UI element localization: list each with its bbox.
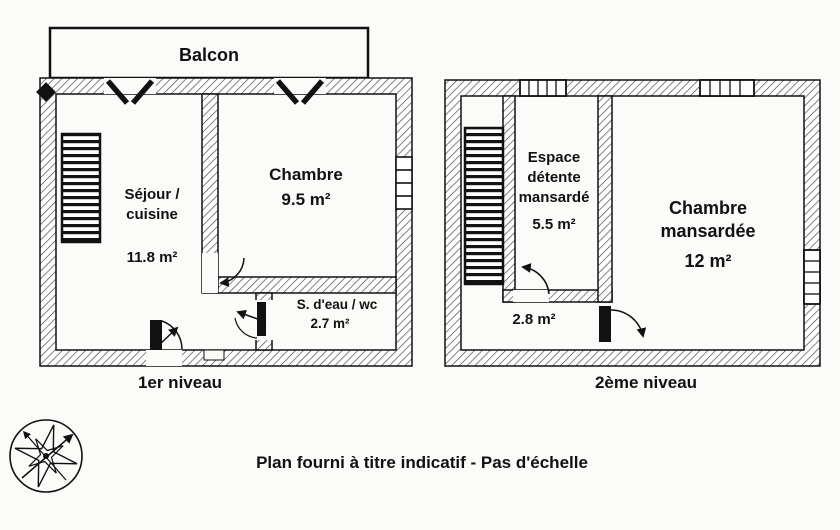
door-swing-icon xyxy=(599,306,647,342)
level1-caption: 1er niveau xyxy=(138,373,222,392)
balcony-label: Balcon xyxy=(179,45,239,65)
room-label-espace-line3: mansardé xyxy=(519,189,590,206)
level2-caption: 2ème niveau xyxy=(595,373,697,392)
floor-plan-level2: Espace détente mansardé 5.5 m² Chambre m… xyxy=(444,79,821,392)
room-area-sdeau: 2.7 m² xyxy=(310,316,350,331)
plan-disclaimer: Plan fourni à titre indicatif - Pas d'éc… xyxy=(256,453,588,472)
corner-marker-icon xyxy=(36,82,56,102)
room-label-sdeau: S. d'eau / wc xyxy=(297,297,378,312)
room-label-chambre2-line2: mansardée xyxy=(660,221,755,241)
room-area-palier: 2.8 m² xyxy=(512,311,555,328)
stairs-icon xyxy=(60,132,102,244)
window-icon xyxy=(519,79,567,97)
window-icon xyxy=(274,78,326,105)
door-opening-chambre xyxy=(202,253,218,293)
window-icon xyxy=(395,156,413,210)
door-swing-icon xyxy=(521,263,550,295)
floor-plan-level1: Balcon xyxy=(36,26,413,392)
room-label-chambre2-line1: Chambre xyxy=(669,198,747,218)
partition-espace-chambre xyxy=(597,95,613,303)
room-area-sejour: 11.8 m² xyxy=(127,249,178,266)
stairs-icon xyxy=(463,126,505,286)
room-label-espace-line1: Espace xyxy=(528,149,581,166)
window-icon xyxy=(104,78,156,105)
room-label-espace-line2: détente xyxy=(527,169,580,186)
door-opening-entry xyxy=(146,350,182,366)
door-swing-icon xyxy=(150,320,183,350)
door-opening-espace xyxy=(513,290,549,302)
partition-stairs-espace xyxy=(502,95,516,303)
room-label-sejour-line2: cuisine xyxy=(126,206,178,223)
compass-rose-icon xyxy=(9,419,83,493)
wall-notch xyxy=(203,349,225,361)
door-swing-icon xyxy=(219,257,245,287)
window-icon xyxy=(803,249,821,305)
room-area-chambre2: 12 m² xyxy=(684,251,731,271)
partition-under-chambre xyxy=(217,276,397,294)
room-label-chambre: Chambre xyxy=(269,165,343,184)
door-swing-icon xyxy=(234,302,267,339)
outer-wall-level2 xyxy=(444,79,821,367)
room-area-chambre: 9.5 m² xyxy=(281,190,330,209)
window-icon xyxy=(699,79,755,97)
room-label-sejour-line1: Séjour / xyxy=(124,186,180,203)
room-area-espace: 5.5 m² xyxy=(532,216,575,233)
